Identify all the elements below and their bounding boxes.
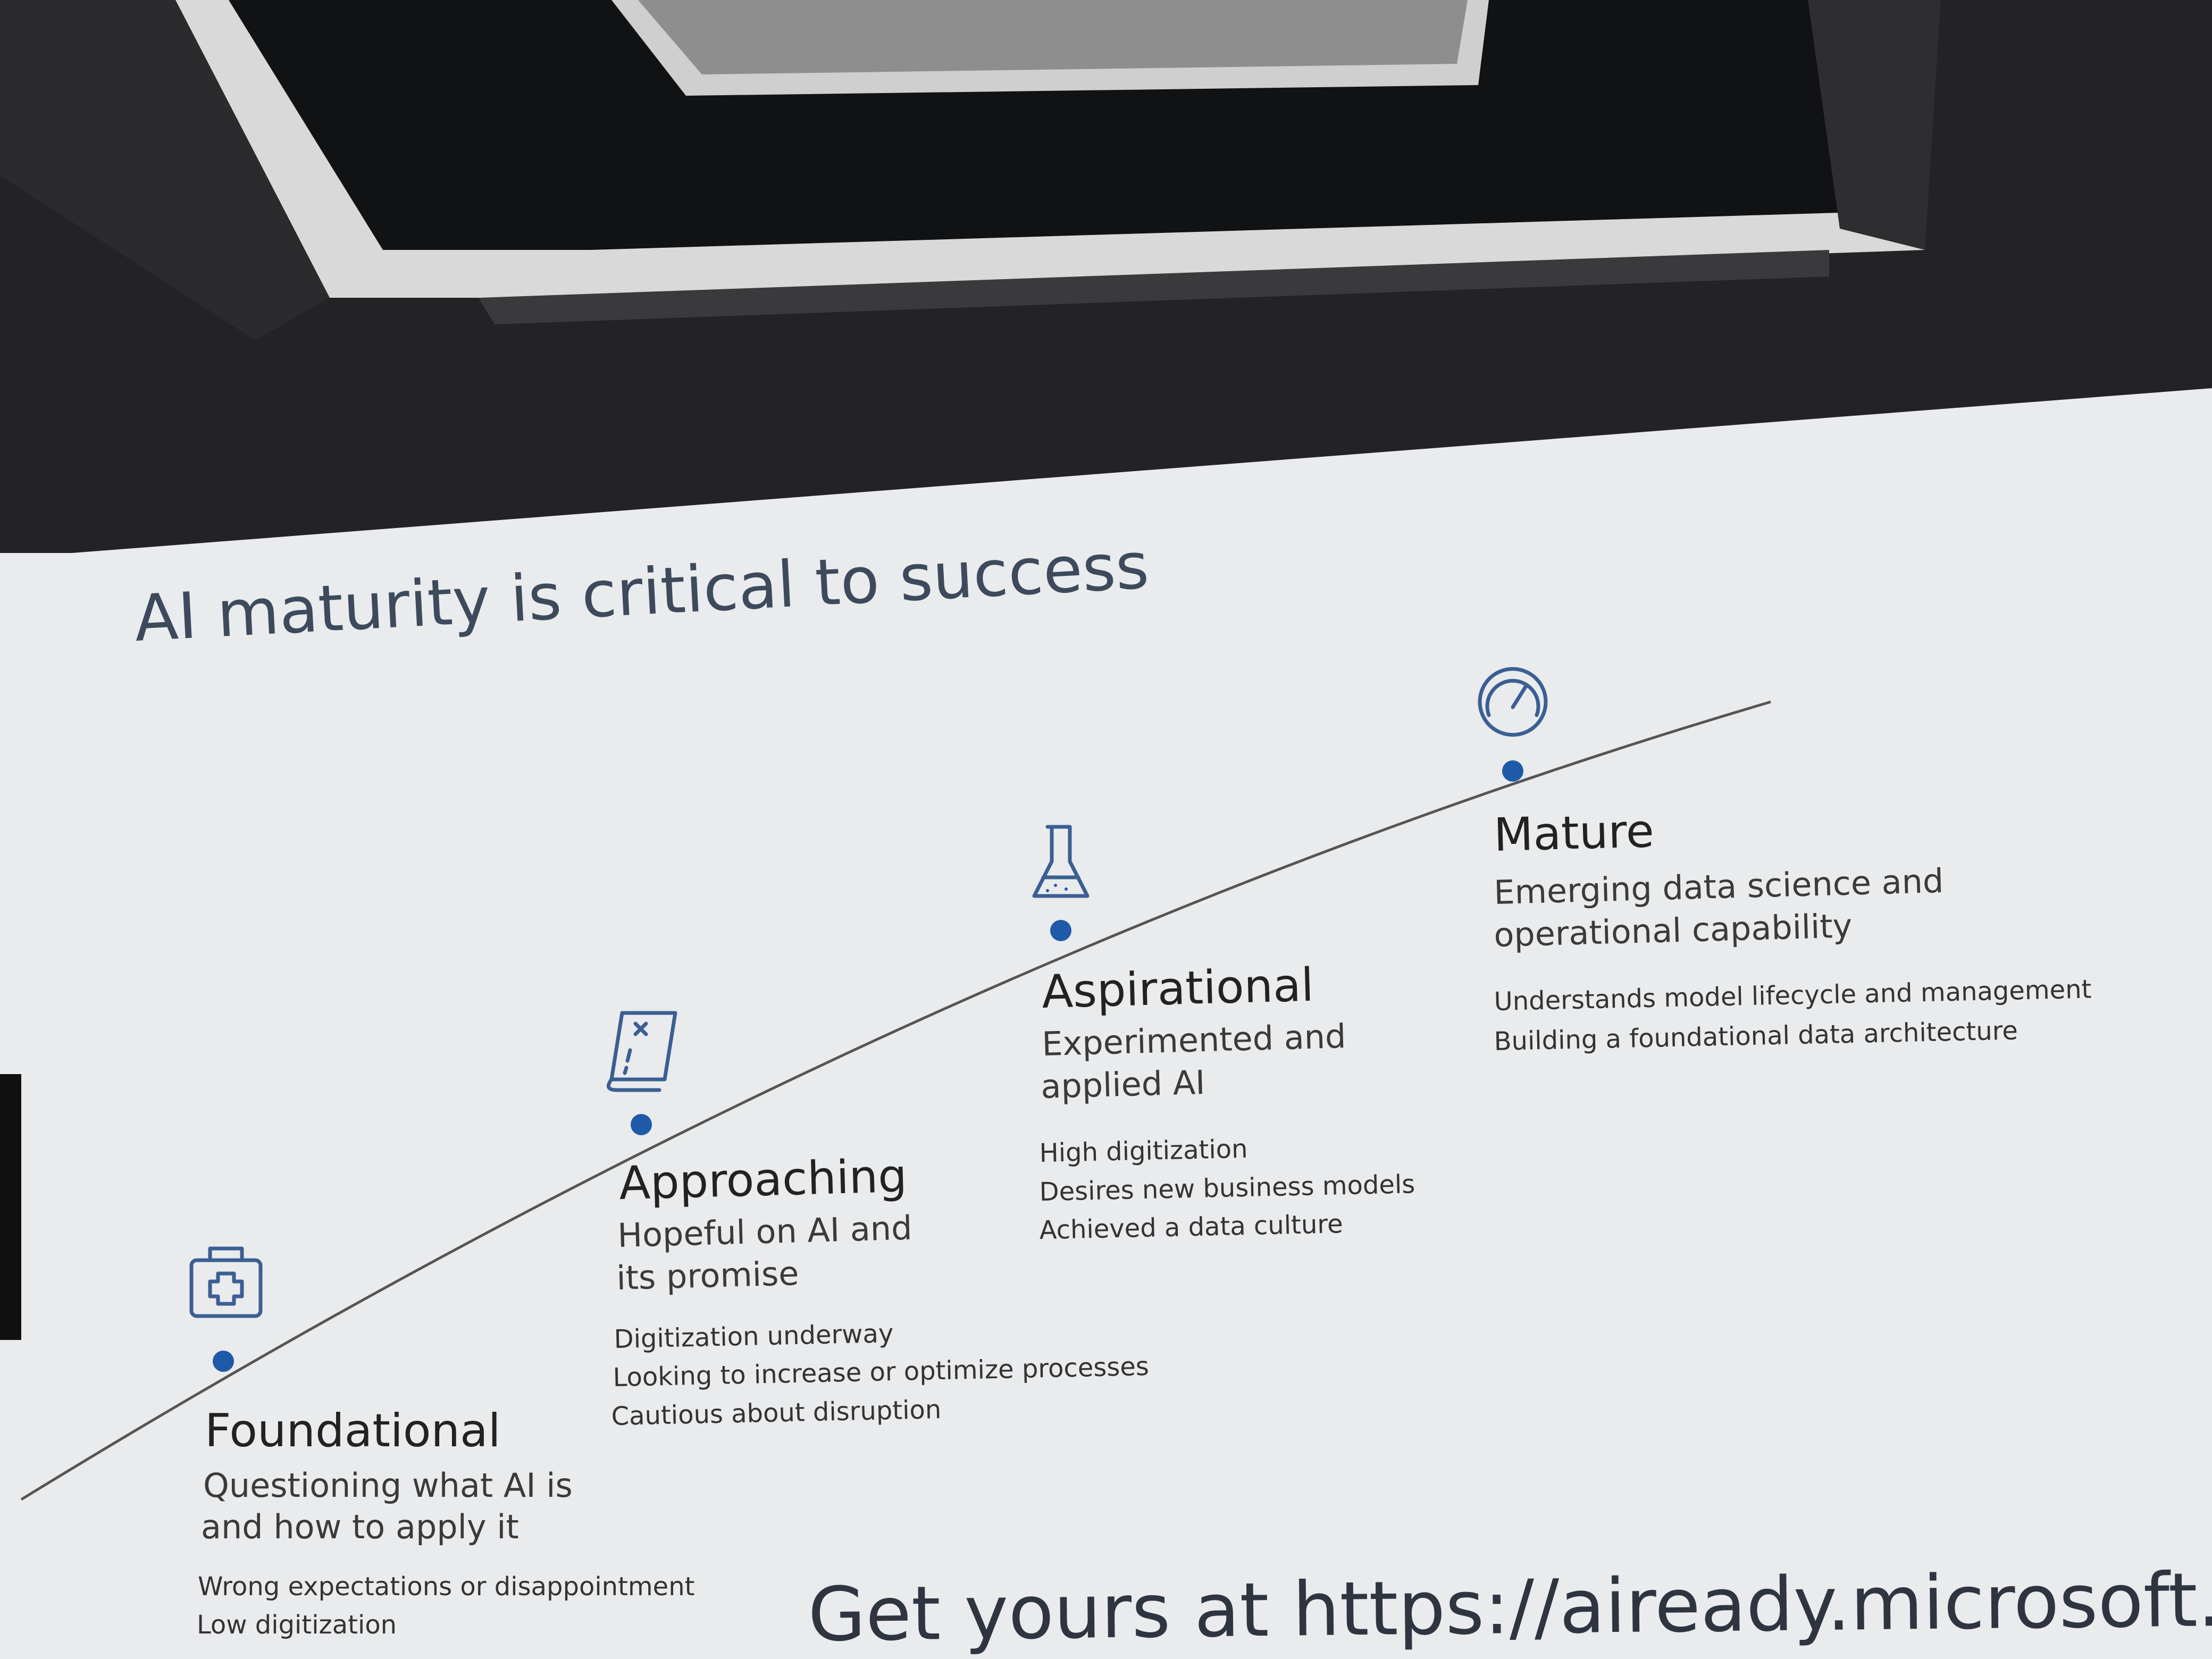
first-aid-kit-icon (189, 1246, 263, 1318)
stage-name: Foundational (205, 1404, 501, 1457)
screen-left-edge (0, 1074, 21, 1340)
stage-subtitle-line: its promise (616, 1254, 799, 1297)
stage-name: Approaching (618, 1150, 908, 1210)
speedometer-icon (1478, 667, 1548, 737)
stage-subtitle-line: Experimented and (1041, 1017, 1346, 1063)
stage-subtitle-line: applied AI (1040, 1063, 1205, 1106)
treasure-map-icon (606, 1011, 677, 1092)
stage-subtitle-line: Questioning what AI is (203, 1466, 573, 1505)
stage-bullet: Cautious about disruption (611, 1395, 942, 1431)
stage-subtitle-line: operational capability (1493, 906, 1853, 954)
stage-foundational: Foundational Questioning what AI is and … (189, 1246, 694, 1640)
stage-approaching: Approaching Hopeful on AI and its promis… (606, 1011, 1149, 1431)
maturity-curve (20, 700, 1771, 1501)
stage-bullet: High digitization (1039, 1134, 1248, 1168)
footer-url: Get yours at https://aiready.microsoft.c… (808, 1555, 2212, 1658)
stage-bullet: Low digitization (197, 1610, 397, 1640)
projection-screen (0, 388, 2212, 1659)
stage-bullet: Digitization underway (614, 1319, 894, 1354)
stage-name: Mature (1493, 805, 1655, 862)
stage-bullet: Wrong expectations or disappointment (198, 1572, 694, 1602)
stage-subtitle-line: and how to apply it (201, 1507, 519, 1546)
stage-name: Aspirational (1041, 959, 1314, 1019)
stage-dot (1502, 760, 1523, 782)
stage-dot (213, 1351, 234, 1372)
stage-dot (631, 1114, 652, 1135)
lab-flask-icon (1032, 825, 1090, 898)
stage-bullet: Achieved a data culture (1039, 1209, 1343, 1245)
ceiling-skylight (0, 0, 1941, 340)
stage-dot (1050, 920, 1071, 941)
stage-subtitle-line: Hopeful on AI and (617, 1209, 912, 1255)
stage-aspirational: Aspirational Experimented and applied AI… (1032, 825, 1415, 1245)
